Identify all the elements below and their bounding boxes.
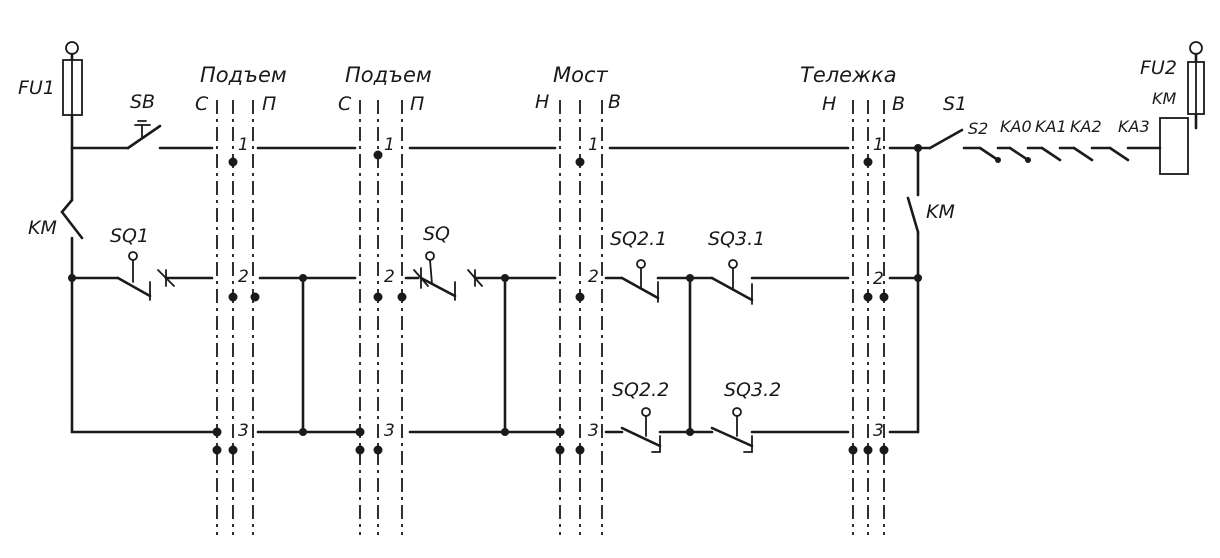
limit-switch-sq xyxy=(413,251,483,301)
contact-ka2-label: KA2 xyxy=(1070,117,1102,136)
controller-hoist-2 xyxy=(355,100,407,535)
fuse-fu2 xyxy=(1187,41,1205,130)
controller-hoist-1 xyxy=(212,100,260,535)
controller-bridge xyxy=(555,100,603,535)
contact-s2-label: S2 xyxy=(968,119,988,138)
controller-3-left: Н xyxy=(535,91,549,113)
contact-km-right xyxy=(906,196,920,280)
sq3-2-label: SQ3.2 xyxy=(724,379,781,401)
limit-switch-sq3-2 xyxy=(710,407,754,453)
c1-pos-2: 2 xyxy=(238,267,249,287)
c1-pos-3: 3 xyxy=(238,421,249,441)
c4-pos-2: 2 xyxy=(873,269,884,289)
limit-switch-sq2-2 xyxy=(620,407,662,453)
c4-pos-3: 3 xyxy=(873,421,884,441)
controller-3-right: В xyxy=(608,91,621,113)
fuse-fu1 xyxy=(62,41,83,150)
c4-pos-1: 1 xyxy=(873,135,884,155)
sq3-1-label: SQ3.1 xyxy=(708,228,765,250)
coil-km-label: KM xyxy=(1152,89,1176,108)
pushbutton-sb xyxy=(126,120,162,150)
c3-pos-1: 1 xyxy=(588,135,599,155)
controller-3-title: Мост xyxy=(553,63,609,87)
coil-km xyxy=(1159,117,1189,175)
km-right-label: KM xyxy=(926,201,955,223)
limit-switch-sq2-1 xyxy=(620,259,660,303)
controller-2-right: П xyxy=(410,93,424,115)
switch-s1 xyxy=(916,128,964,150)
fu1-label: FU1 xyxy=(18,77,55,99)
contact-ka3-label: KA3 xyxy=(1118,117,1150,136)
c1-pos-1: 1 xyxy=(238,135,249,155)
contact-chain xyxy=(962,146,1162,163)
sq2-2-label: SQ2.2 xyxy=(612,379,669,401)
s1-label: S1 xyxy=(943,93,967,115)
controller-trolley xyxy=(848,100,889,535)
contact-ka1-label: KA1 xyxy=(1035,117,1067,136)
c2-pos-3: 3 xyxy=(384,421,395,441)
controller-4-title: Тележка xyxy=(800,63,897,87)
fu2-label: FU2 xyxy=(1140,57,1177,79)
sq1-label: SQ1 xyxy=(110,225,149,247)
limit-switch-sq1 xyxy=(116,251,175,301)
c3-pos-2: 2 xyxy=(588,267,599,287)
controller-2-left: С xyxy=(338,93,352,115)
controller-4-left: Н xyxy=(822,93,836,115)
sq-label: SQ xyxy=(423,223,450,245)
c3-pos-3: 3 xyxy=(588,421,599,441)
controller-2-title: Подъем xyxy=(345,63,432,87)
contact-km-left xyxy=(60,198,84,280)
limit-switch-sq3-1 xyxy=(710,259,754,305)
c2-pos-1: 1 xyxy=(384,135,395,155)
controller-1-title: Подъем xyxy=(200,63,287,87)
controller-1-right: П xyxy=(262,93,276,115)
sq2-1-label: SQ2.1 xyxy=(610,228,667,250)
sb-label: SB xyxy=(130,91,155,113)
contact-ka0-label: KA0 xyxy=(1000,117,1032,136)
controller-1-left: С xyxy=(195,93,209,115)
km-left-label: KM xyxy=(28,217,57,239)
controller-4-right: В xyxy=(892,93,905,115)
c2-pos-2: 2 xyxy=(384,267,395,287)
